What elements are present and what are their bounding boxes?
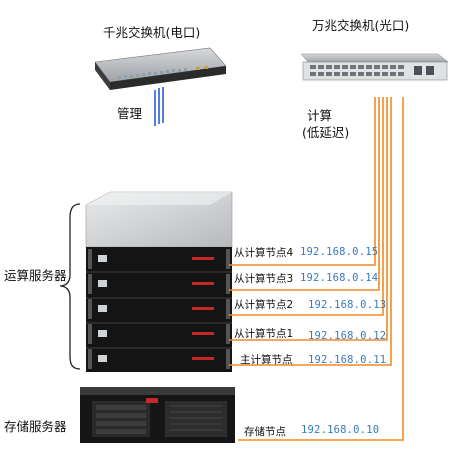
low-latency-label: (低延迟) — [302, 125, 350, 140]
node-ip: 192.168.0.10 — [301, 424, 380, 436]
tengig-switch-label: 万兆交换机(光口) — [312, 18, 410, 33]
node-ip: 192.168.0.14 — [300, 272, 379, 284]
node-ip: 192.168.0.15 — [300, 246, 379, 258]
node-ip: 192.168.0.12 — [308, 330, 387, 342]
node-ip: 192.168.0.11 — [308, 354, 387, 366]
mgmt-cables — [154, 87, 164, 126]
node-label: 从计算节点3 — [234, 273, 294, 285]
storage-servers-label: 存储服务器 — [4, 419, 67, 434]
node-label: 从计算节点2 — [234, 299, 294, 311]
node-label: 存储节点 — [244, 426, 286, 438]
node-ip: 192.168.0.13 — [308, 299, 387, 311]
compute-servers-label: 运算服务器 — [4, 268, 67, 283]
node-label: 主计算节点 — [240, 354, 293, 366]
gigabit-switch-icon — [94, 47, 227, 90]
mgmt-label: 管理 — [117, 106, 143, 121]
fiber-cables — [229, 97, 404, 441]
storage-server-icon — [80, 387, 235, 443]
node-label: 从计算节点1 — [234, 328, 294, 340]
compute-server-stack-icon — [85, 191, 233, 372]
node-label: 从计算节点4 — [234, 247, 294, 259]
compute-group-brace — [59, 203, 81, 370]
gigabit-switch-label: 千兆交换机(电口) — [103, 25, 201, 40]
compute-network-label: 计算 — [307, 108, 333, 123]
tengig-switch-icon — [300, 53, 449, 81]
